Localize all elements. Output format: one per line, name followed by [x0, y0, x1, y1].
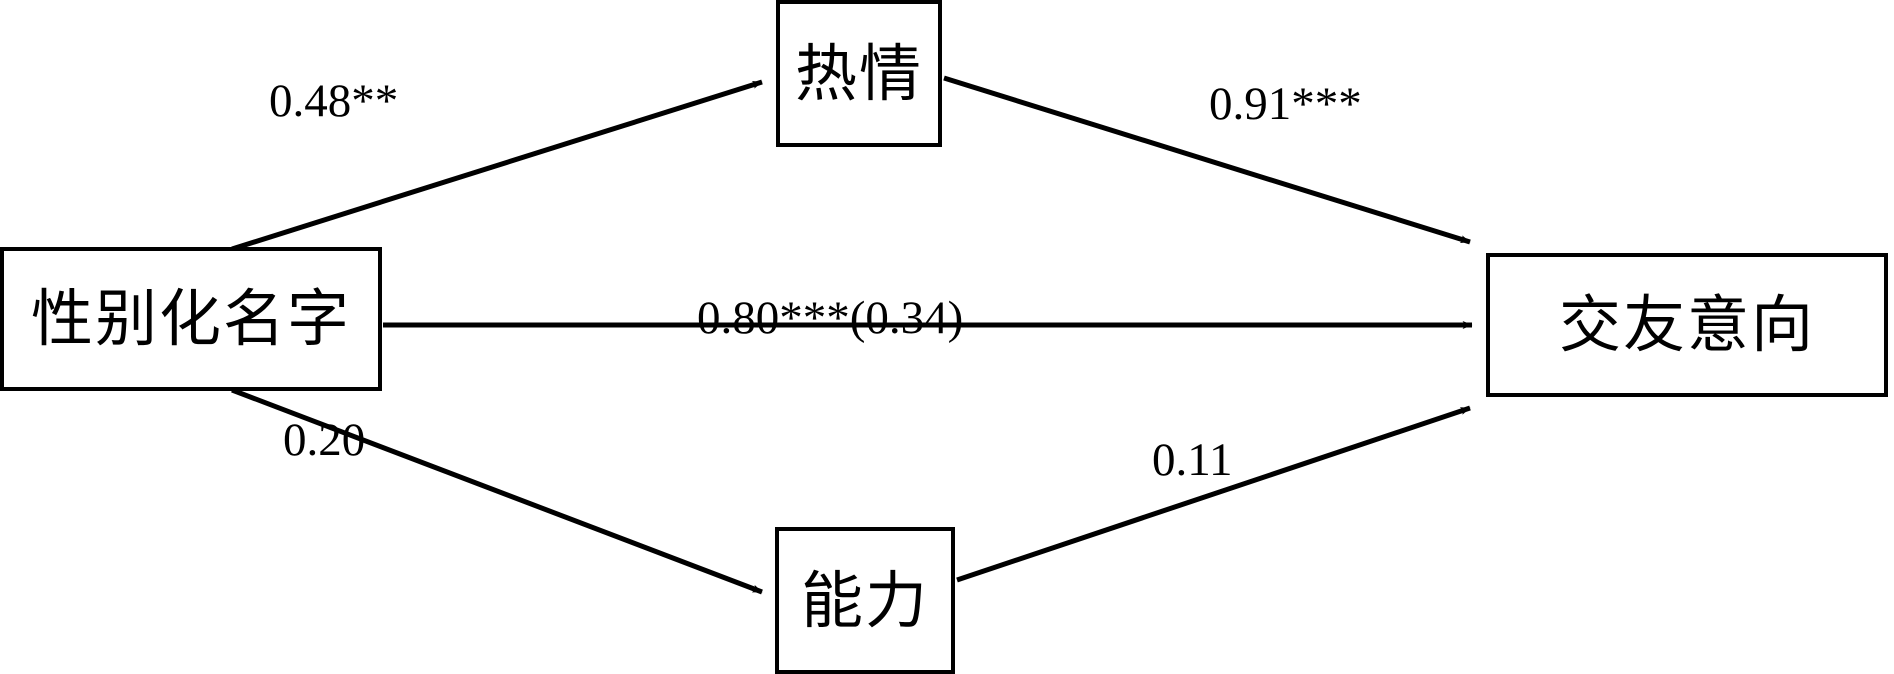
edge-label-a-competence-text: 0.20: [283, 414, 366, 466]
edge-label-a-competence: 0.20: [283, 417, 365, 464]
edge-a-warmth-line: [231, 79, 763, 252]
edge-label-a-warmth: 0.48**: [269, 78, 398, 125]
edge-a-competence-line: [231, 387, 763, 595]
node-warmth-label: 热情: [794, 36, 923, 110]
edge-b-warmth-line: [943, 75, 1471, 245]
edge-label-b-competence-text: 0.11: [1152, 434, 1233, 486]
edge-label-b-competence: 0.11: [1152, 437, 1233, 484]
node-competence-label: 能力: [800, 563, 929, 637]
edge-label-a-warmth-text: 0.48**: [269, 75, 399, 127]
edge-b-competence-line: [956, 405, 1471, 583]
node-warmth: 热情: [776, 0, 942, 147]
node-competence: 能力: [775, 527, 955, 674]
node-intention-label: 交友意向: [1558, 288, 1815, 361]
node-intention: 交友意向: [1486, 253, 1888, 397]
node-gendered-name: 性别化名字: [0, 247, 382, 391]
edge-label-direct: 0.80***(0.34): [697, 295, 963, 342]
node-gendered-name-label: 性别化名字: [30, 282, 351, 355]
edge-label-direct-text: 0.80***(0.34): [697, 292, 964, 344]
edge-label-b-warmth: 0.91***: [1209, 81, 1362, 128]
edge-label-b-warmth-text: 0.91***: [1209, 78, 1362, 130]
